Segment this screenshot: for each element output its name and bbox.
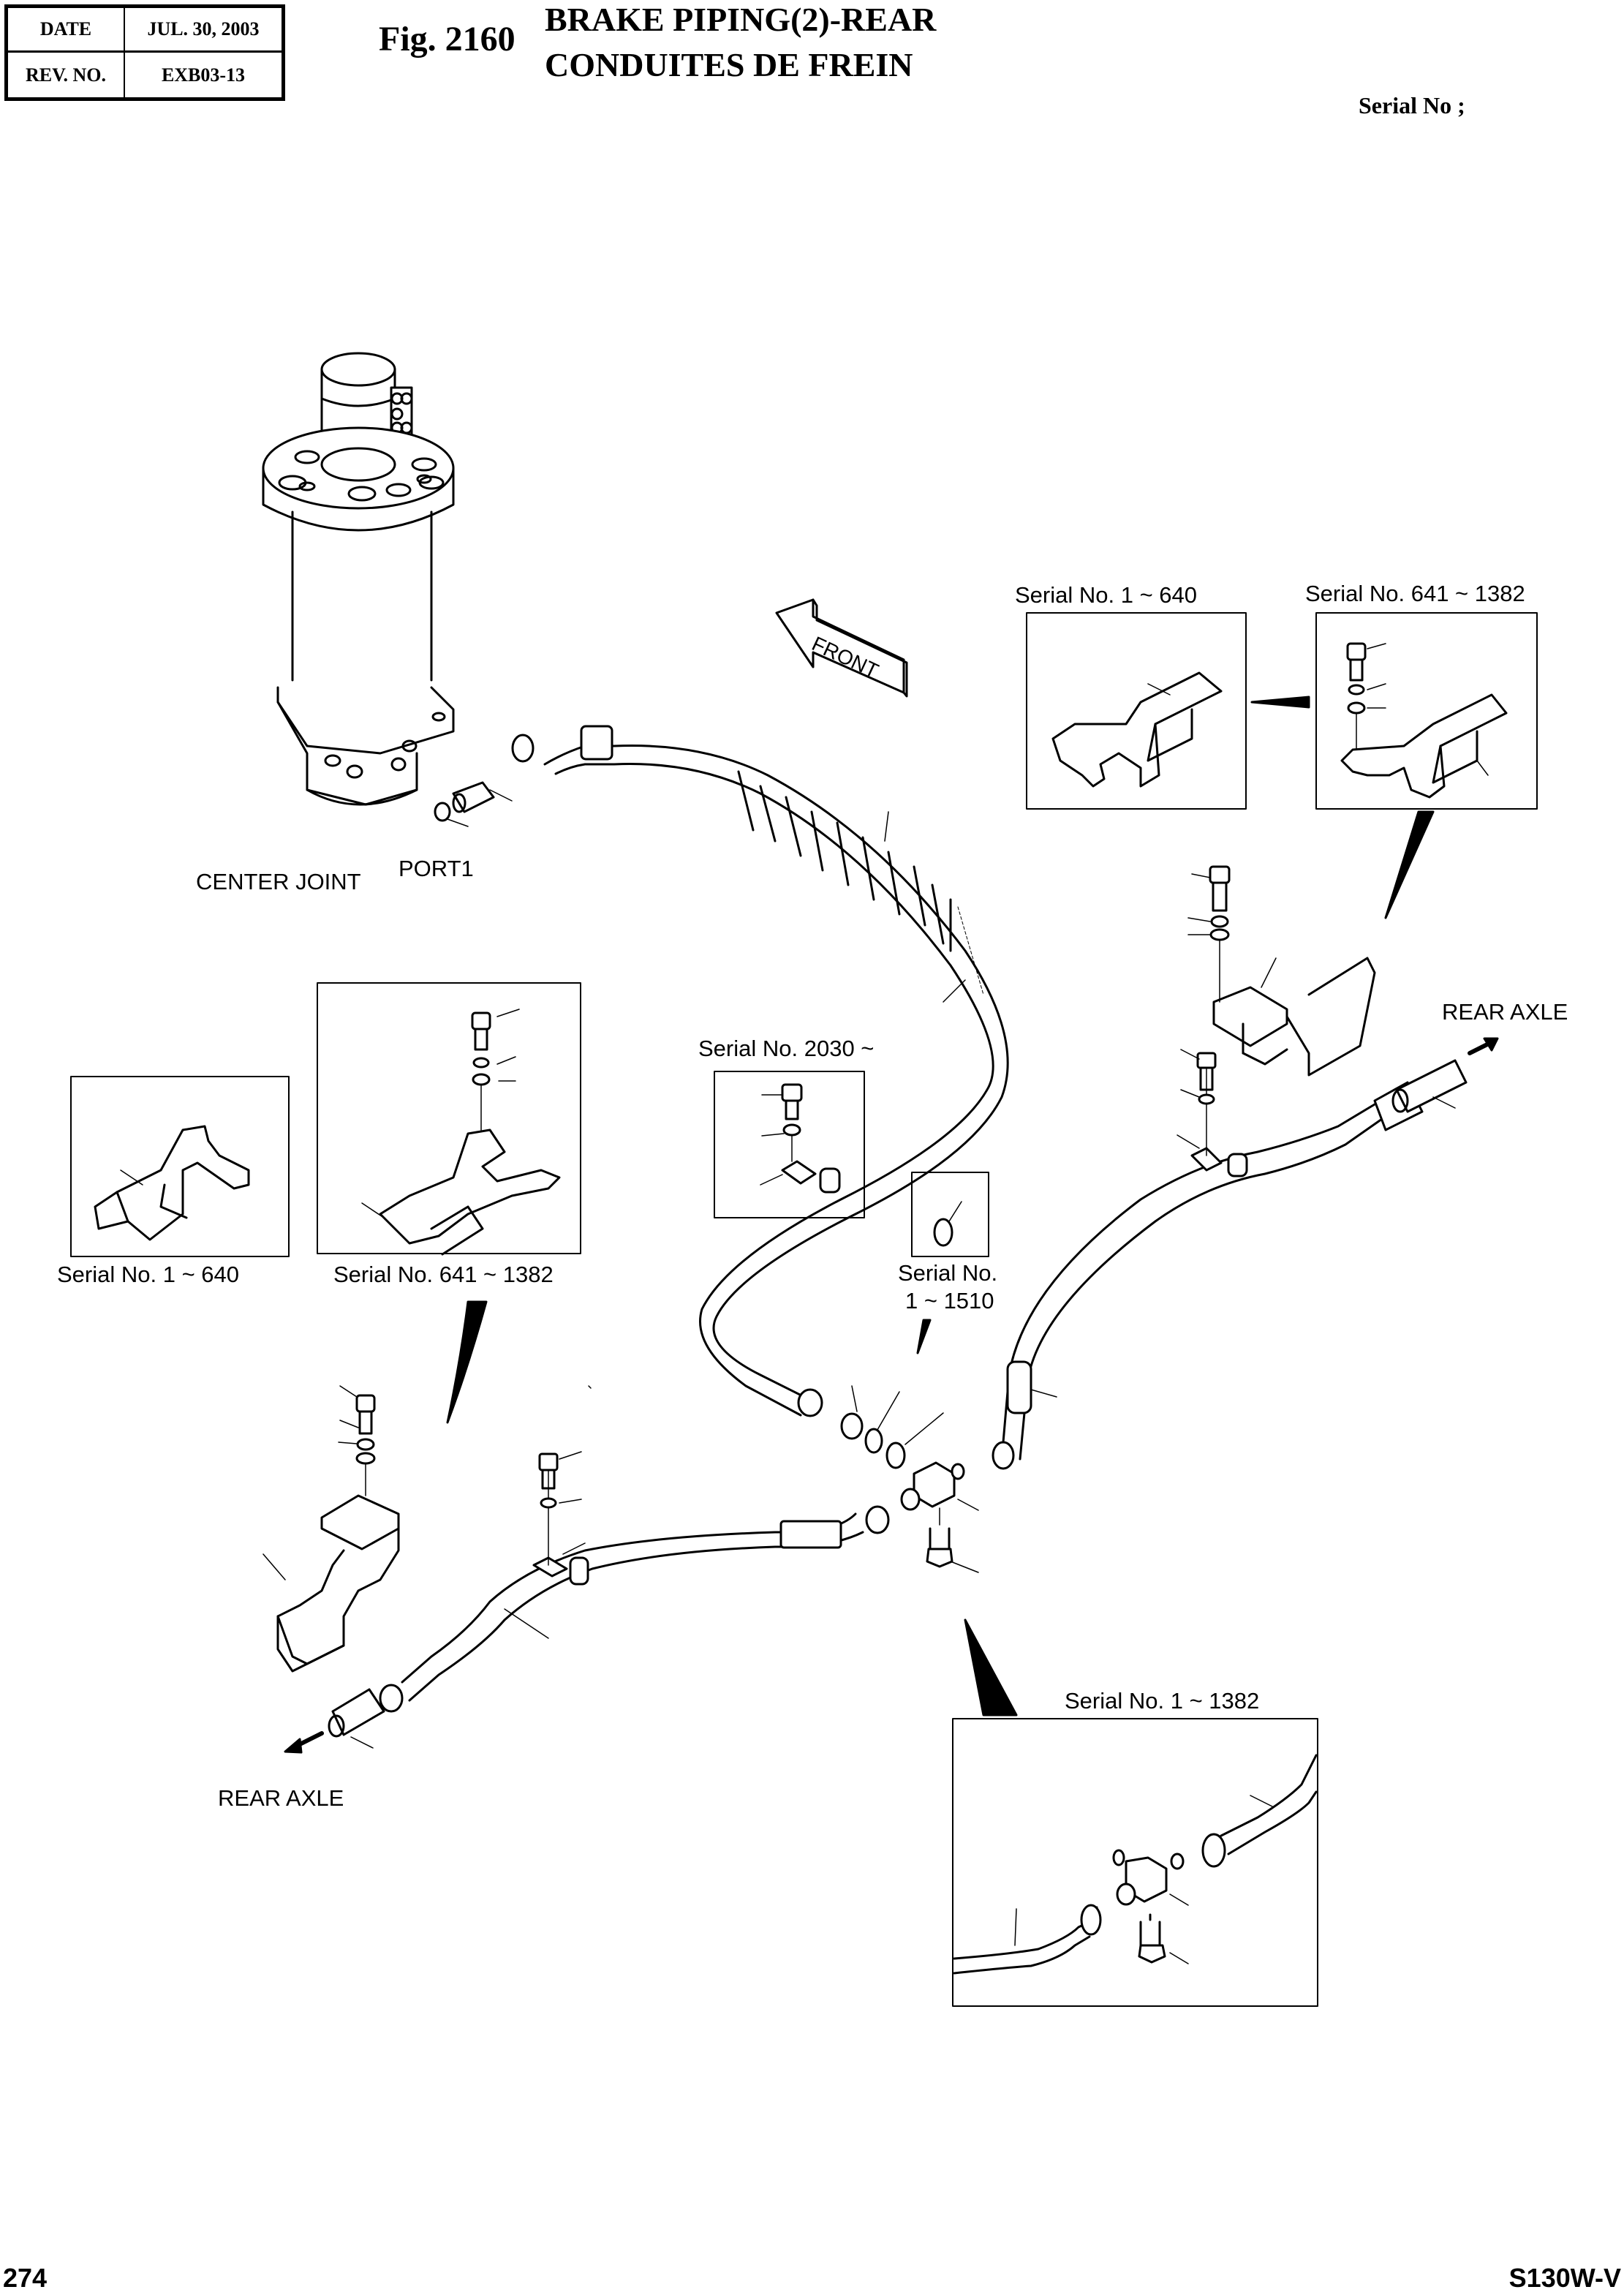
port1-fittings — [434, 734, 535, 827]
pointer-triangle-to-bracket — [1384, 810, 1435, 919]
center-joint-label: CENTER JOINT — [196, 869, 361, 894]
right-brake-hose — [992, 1037, 1499, 1470]
tee-fitting — [840, 1385, 979, 1573]
bracket-left-mount — [263, 1385, 400, 1673]
inset-caption-left-a: Serial No. 1 ~ 640 — [57, 1262, 240, 1287]
rev-label: REV. NO. — [8, 53, 125, 97]
pointer-triangle-ring — [916, 1319, 932, 1354]
left-brake-hose — [284, 1451, 890, 1754]
inset-box-left-a — [70, 1076, 290, 1257]
inset-box-top-right-a — [1026, 612, 1247, 810]
front-direction-arrow — [775, 598, 908, 698]
page-title-french: CONDUITES DE FREIN — [545, 46, 913, 83]
page-title-english: BRAKE PIPING(2)-REAR — [545, 1, 937, 38]
port1-label: PORT1 — [399, 856, 474, 881]
bracket-right-mount — [1187, 865, 1376, 1077]
inset-caption-bottom-tee: Serial No. 1 ~ 1382 — [1065, 1688, 1260, 1714]
pointer-triangle-bottom — [964, 1618, 1018, 1716]
rev-value: EXB03-13 — [161, 64, 246, 86]
pointer-inset-arrow-right — [1250, 696, 1310, 709]
upper-brake-hose — [543, 725, 1009, 1417]
date-label: DATE — [8, 8, 125, 50]
inset-caption-left-b: Serial No. 641 ~ 1382 — [333, 1262, 554, 1287]
page-number: 274 — [3, 2263, 48, 2293]
model-code: S130W-V — [1508, 2263, 1621, 2293]
figure-number: Fig. 2160 — [379, 20, 515, 59]
inset-caption-top-right-b: Serial No. 641 ~ 1382 — [1305, 581, 1525, 606]
inset-box-center-ring — [911, 1172, 989, 1257]
date-value: JUL. 30, 2003 — [147, 18, 260, 39]
inset-caption-top-right-a: Serial No. 1 ~ 640 — [1015, 582, 1198, 608]
inset-box-top-right-b — [1315, 612, 1538, 810]
inset-caption-center-ring-line1: Serial No. — [898, 1260, 998, 1286]
inset-caption-center-ring-line2: 1 ~ 1510 — [905, 1288, 994, 1314]
rear-axle-label-right: REAR AXLE — [1442, 999, 1568, 1025]
inset-caption-center-clamp: Serial No. 2030 ~ — [698, 1036, 875, 1061]
inset-box-center-clamp — [714, 1071, 865, 1218]
pointer-triangle-left — [446, 1300, 488, 1424]
rear-axle-label-left: REAR AXLE — [218, 1785, 344, 1811]
stray-mark — [588, 1385, 592, 1389]
revision-info-box: DATE JUL. 30, 2003 REV. NO. EXB03-13 — [4, 4, 285, 101]
inset-box-bottom-tee — [952, 1718, 1318, 2007]
inset-box-left-b — [317, 982, 581, 1256]
center-joint-assembly — [262, 352, 455, 806]
serial-number-header: Serial No ; — [1359, 92, 1465, 118]
